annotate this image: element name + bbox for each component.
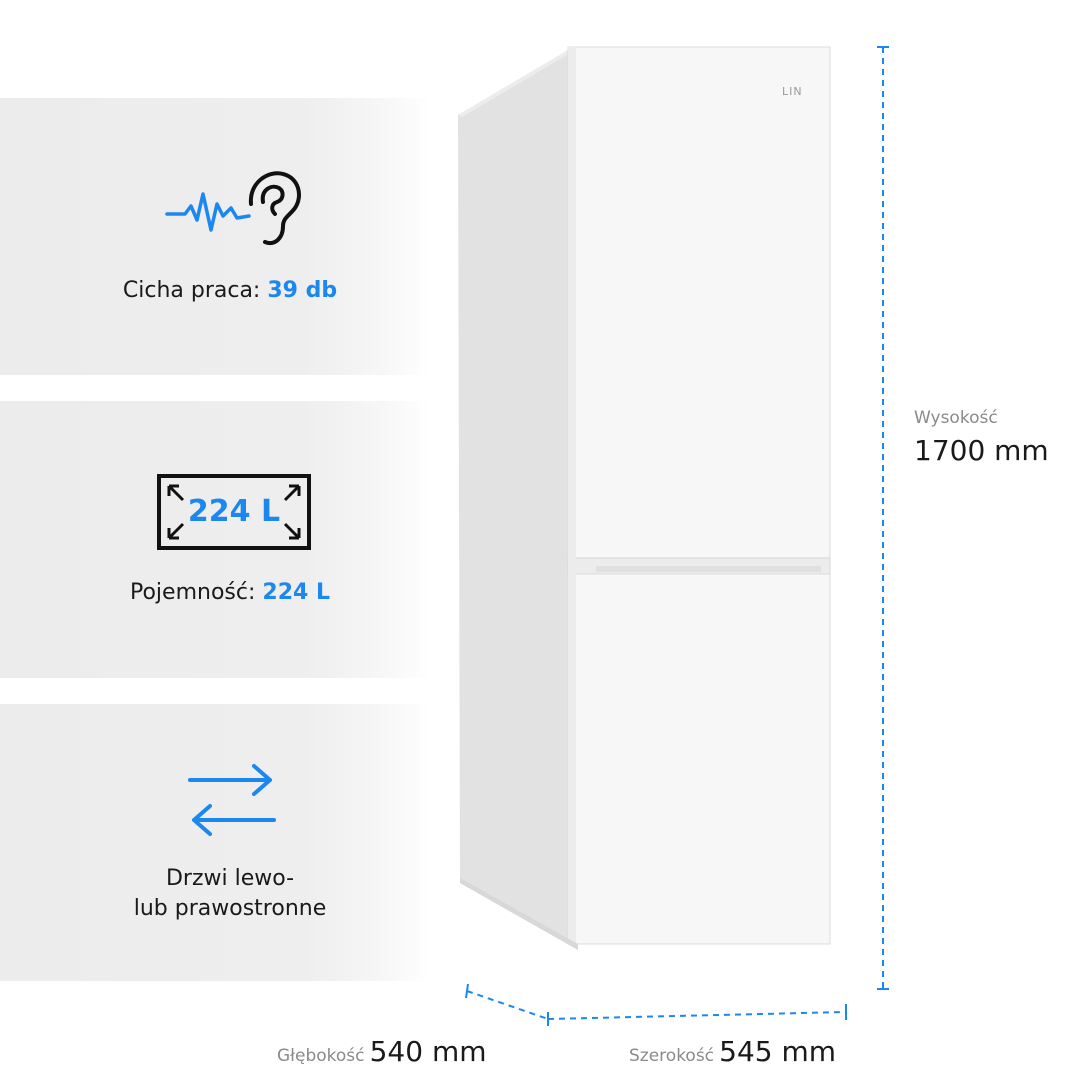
arrow-bottom-left-icon [167,522,185,540]
fridge-image [458,46,831,950]
height-label: Wysokość [914,408,998,428]
swap-arrows-icon [188,764,276,836]
height-dimension-line [877,46,889,990]
ear-sound-wave-icon [165,171,301,245]
width-label: Szerokość [629,1046,715,1066]
capacity-label: Pojemność: [129,580,256,605]
depth-label: Głębokość [277,1046,365,1066]
expand-box-icon: 224 L [157,474,311,550]
arrow-top-right-icon [283,484,301,502]
depth-value: 540 mm [369,1035,487,1068]
arrow-top-left-icon [167,484,185,502]
base-dimension-lines [465,983,847,1026]
arrow-bottom-right-icon [283,522,301,540]
noise-value: 39 db [267,278,338,303]
capacity-icon-text: 224 L [187,494,281,529]
width-dimension: Szerokość 545 mm [629,1035,836,1068]
doors-line2: lub prawostronne [133,896,327,921]
doors-caption: Drzwi lewo- lub prawostronne [0,864,460,924]
depth-dimension: Głębokość 540 mm [277,1035,487,1068]
capacity-value: 224 L [262,580,330,605]
capacity-caption: Pojemność: 224 L [0,578,460,608]
brand-logo: LIN [782,85,803,98]
noise-caption: Cicha praca: 39 db [0,276,460,306]
height-value: 1700 mm [914,434,1049,467]
feature-panel-noise [0,98,430,375]
width-value: 545 mm [719,1035,837,1068]
noise-label: Cicha praca: [122,278,261,303]
doors-line1: Drzwi lewo- [165,866,295,891]
feature-panel-capacity [0,401,430,678]
feature-panel-doors [0,704,430,981]
